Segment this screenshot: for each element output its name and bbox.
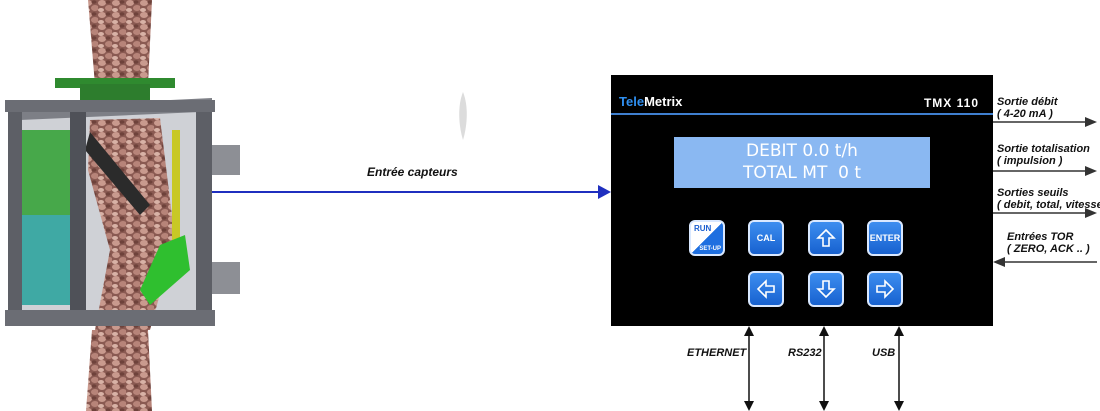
output-arrow-totalisation: [993, 166, 1097, 176]
up-button[interactable]: [808, 220, 844, 256]
sensor-machine-illustration: [5, 0, 240, 411]
decorative-mark: [459, 92, 467, 140]
usb-arrow: [894, 326, 904, 411]
port-label-ethernet: ETHERNET: [687, 347, 747, 359]
arrow-up-icon: [816, 228, 836, 247]
cal-button[interactable]: CAL: [748, 220, 784, 256]
sensor-input-label: Entrée capteurs: [367, 165, 458, 179]
output-totalisation-title: Sortie totalisation: [997, 143, 1090, 155]
enter-button[interactable]: ENTER: [867, 220, 903, 256]
tmx110-controller: TeleMetrix TMX 110 DEBIT 0.0 t/h TOTAL M…: [611, 75, 993, 326]
display-line-2: TOTAL MT 0 t: [742, 163, 862, 183]
output-debit-title: Sortie débit: [997, 96, 1058, 108]
output-label-seuils: Sorties seuils ( debit, total, vitesse: [997, 187, 1100, 211]
brand-tele: Tele: [619, 94, 645, 109]
display-line-1: DEBIT 0.0 t/h: [746, 141, 858, 161]
left-button[interactable]: [748, 271, 784, 307]
arrow-left-icon: [756, 279, 775, 299]
model-label: TMX 110: [923, 96, 979, 110]
right-button[interactable]: [867, 271, 903, 307]
output-arrow-debit: [993, 117, 1097, 127]
output-debit-detail: ( 4-20 mA ): [997, 108, 1053, 120]
setup-label: SET-UP: [699, 246, 721, 252]
input-label-tor: Entrées TOR ( ZERO, ACK .. ): [1007, 231, 1090, 255]
arrow-down-icon: [816, 280, 836, 299]
output-label-totalisation: Sortie totalisation ( impulsion ): [997, 143, 1090, 167]
down-button[interactable]: [808, 271, 844, 307]
output-arrow-seuils: [993, 208, 1097, 218]
port-label-rs232: RS232: [788, 347, 822, 359]
input-tor-title: Entrées TOR: [1007, 231, 1074, 243]
input-arrow-tor: [993, 257, 1097, 267]
output-totalisation-detail: ( impulsion ): [997, 155, 1063, 167]
output-seuils-title: Sorties seuils: [997, 187, 1069, 199]
output-seuils-detail: ( debit, total, vitesse: [997, 199, 1100, 211]
input-tor-detail: ( ZERO, ACK .. ): [1007, 243, 1090, 255]
device-divider: [611, 113, 993, 115]
arrow-right-icon: [876, 279, 895, 299]
rs232-arrow: [819, 326, 829, 411]
sensor-input-arrow: [212, 185, 611, 199]
port-label-usb: USB: [872, 347, 896, 359]
output-label-debit: Sortie débit ( 4-20 mA ): [997, 96, 1058, 120]
product-stream-bottom: [86, 330, 152, 411]
brand-metrix: Metrix: [644, 94, 683, 109]
brand-logo: TeleMetrix: [619, 94, 682, 109]
run-label: RUN: [694, 224, 712, 233]
run-setup-button[interactable]: RUN SET-UP: [689, 220, 725, 256]
ethernet-arrow: [744, 326, 754, 411]
product-stream-top: [88, 0, 152, 85]
lcd-display: DEBIT 0.0 t/h TOTAL MT 0 t: [674, 137, 930, 188]
output-arrows: [993, 117, 1097, 267]
port-arrows: [744, 326, 904, 411]
